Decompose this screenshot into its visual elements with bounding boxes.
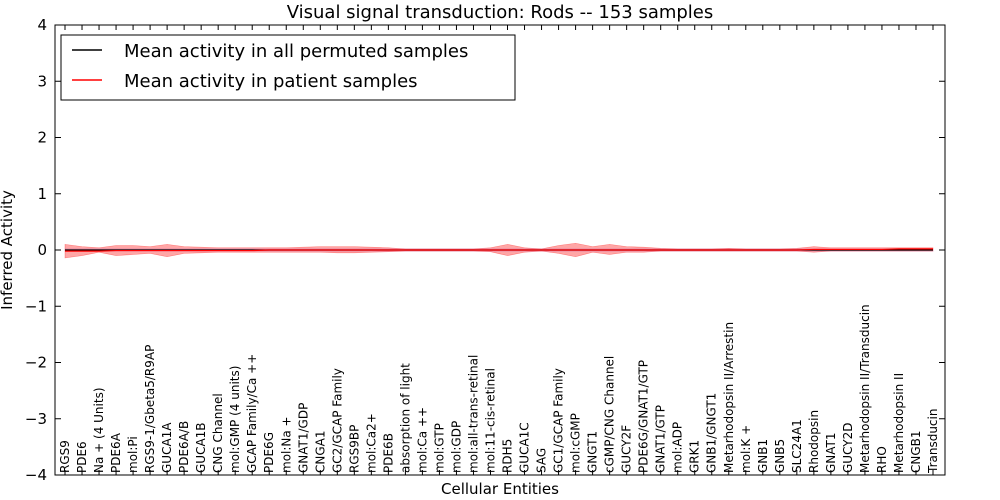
chart-title: Visual signal transduction: Rods -- 153 … (287, 2, 714, 23)
x-tick-label: GUCY2D (841, 423, 855, 473)
x-tick-label: mol:Ca ++ (415, 407, 429, 473)
x-tick-label: RDH5 (501, 439, 515, 473)
x-tick-label: Rhodopsin (807, 410, 821, 473)
y-tick-label: −3 (25, 410, 47, 428)
y-tick-label: −1 (25, 297, 47, 315)
y-axis: 4 3 2 1 0 −1 −2 −3 −4 (25, 16, 945, 484)
x-tick-label: SAG (535, 448, 549, 473)
x-tick-label: mol:Pi (126, 436, 140, 473)
legend-frame (60, 34, 516, 101)
x-tick-label: PDE6A (109, 432, 123, 473)
x-tick-label: Transducin (926, 409, 940, 474)
y-axis-label: Inferred Activity (0, 190, 16, 310)
x-tick-label: GNAT1/GTP (654, 405, 668, 473)
x-tick-label: CNGB1 (909, 430, 923, 473)
x-tick-label: RGS9 (58, 440, 72, 473)
x-tick-label: cGMP/CNG Channel (603, 356, 617, 473)
x-tick-label: GNB1 (756, 439, 770, 473)
x-tick-label: Metarhodopsin II/Transducin (858, 304, 872, 473)
x-tick-label: GNAT1/GDP (296, 403, 310, 473)
y-tick-label: 1 (37, 185, 47, 203)
x-tick-label: mol:Ca2+ (364, 413, 378, 473)
x-tick-label: mol:cGMP (569, 413, 583, 473)
x-tick-label: absorption of light (398, 363, 412, 473)
legend-label-patient: Mean activity in patient samples (124, 71, 418, 92)
legend: Mean activity in all permuted samples Me… (60, 34, 516, 101)
y-tick-label: 0 (37, 241, 47, 259)
x-tick-label: Metarhodopsin II (892, 373, 906, 473)
legend-label-permuted: Mean activity in all permuted samples (124, 41, 468, 62)
line-patient (65, 248, 933, 252)
x-tick-label: mol:ADP (671, 422, 685, 473)
x-tick-label: GUCY2F (620, 425, 634, 473)
y-tick-label: −2 (25, 354, 47, 372)
x-tick-label: GNGT1 (586, 431, 600, 473)
x-tick-label: mol:GMP (4 units) (228, 366, 242, 473)
x-tick-label: GC1/GCAP Family (552, 368, 566, 473)
x-tick-label: CNG Channel (211, 393, 225, 473)
x-tick-label: mol:all-trans-retinal (466, 355, 480, 473)
x-tick-label: mol:GTP (432, 423, 446, 473)
x-tick-label: mol:11-cis-retinal (483, 368, 497, 473)
x-tick-label: GNB1/GNGT1 (705, 393, 719, 473)
x-tick-label: GRK1 (688, 440, 702, 473)
x-tick-label: PDE6A/B (177, 421, 191, 473)
x-tick-label: RGS9BP (347, 425, 361, 473)
x-tick-label: mol:GDP (449, 421, 463, 473)
y-tick-label: 3 (37, 72, 47, 90)
x-tick-label: PDE6B (381, 433, 395, 473)
x-tick-label: PDE6G/GNAT1/GTP (637, 360, 651, 473)
y-tick-label: −4 (25, 466, 47, 484)
x-tick-label: RGS9-1/Gbeta5/R9AP (143, 345, 157, 473)
x-tick-label: GUCA1B (194, 422, 208, 473)
x-tick-label: Na + (4 Units) (92, 387, 106, 473)
x-tick-label: SLC24A1 (790, 419, 804, 473)
x-tick-label: GNB5 (773, 439, 787, 473)
x-tick-label: GUCA1C (518, 422, 532, 473)
x-tick-label: GC2/GCAP Family (330, 368, 344, 473)
x-tick-label: PDE6G (262, 432, 276, 473)
x-tick-label: mol:Na + (279, 416, 293, 473)
x-axis-label: Cellular Entities (441, 480, 559, 498)
x-tick-label: GUCA1A (160, 422, 174, 473)
y-tick-label: 4 (37, 16, 47, 34)
x-tick-label: GCAP Family/Ca ++ (245, 354, 259, 473)
x-tick-label: CNGA1 (313, 431, 327, 474)
x-tick-label: RHO (875, 446, 889, 473)
x-tick-label: GNAT1 (824, 432, 838, 473)
y-tick-label: 2 (37, 129, 47, 147)
series-lines (65, 248, 933, 252)
x-tick-label: mol:K + (739, 425, 753, 473)
x-tick-label: PDE6 (75, 441, 89, 473)
x-tick-label: Metarhodopsin II/Arrestin (722, 322, 736, 473)
